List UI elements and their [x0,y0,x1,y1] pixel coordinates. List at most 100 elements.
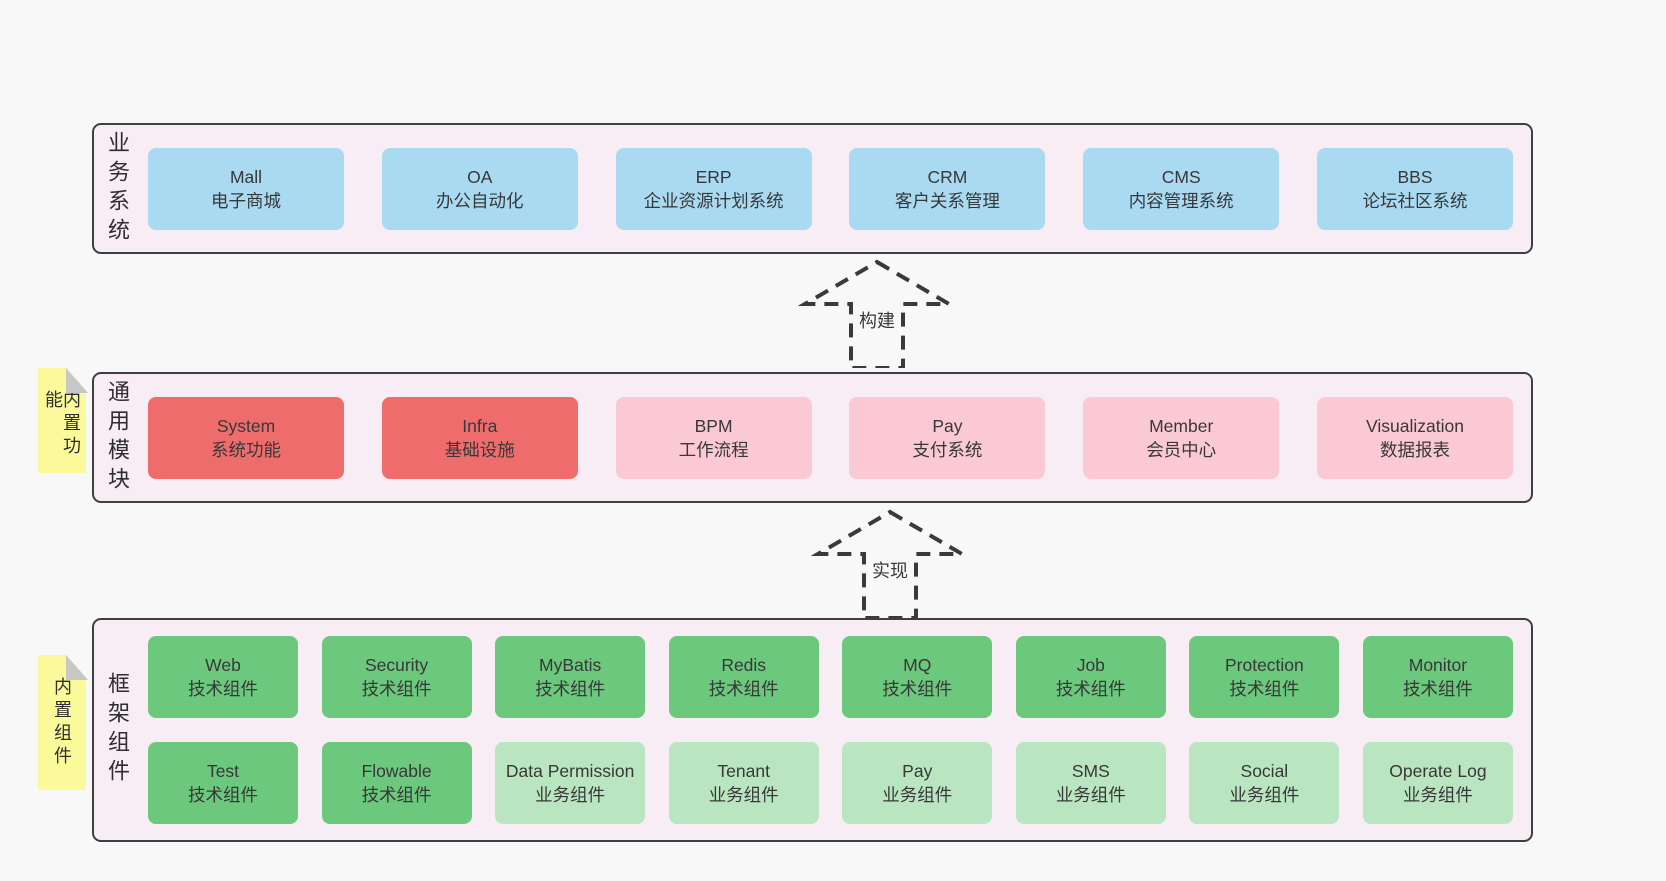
box-job: Job 技术组件 [1015,636,1166,718]
box-security: Security 技术组件 [321,636,472,718]
box-name: Mall [229,166,263,187]
box-name: Infra [462,415,498,436]
box-web: Web 技术组件 [148,636,298,718]
box-name: Test [206,761,240,781]
box-protection: Protection 技术组件 [1189,636,1340,718]
box-sub: 技术组件 [188,679,258,699]
box-name: Tenant [717,761,770,781]
box-name: Monitor [1408,655,1468,675]
box-test: Test 技术组件 [148,742,298,824]
box-name: Social [1240,761,1289,781]
box-sub: 客户关系管理 [894,190,1000,211]
box-bpm: BPM 工作流程 [615,396,812,479]
box-tenant: Tenant 业务组件 [668,742,819,824]
box-name: MQ [903,655,932,675]
box-sub: 数据报表 [1379,439,1450,460]
box-sub: 技术组件 [882,679,953,699]
box-mybatis: MyBatis 技术组件 [495,636,646,718]
box-sub: 内容管理系统 [1128,190,1234,211]
box-sub: 业务组件 [535,785,606,805]
box-monitor: Monitor 技术组件 [1362,636,1513,718]
box-oa: OA 办公自动化 [381,147,578,230]
band-label-text: 业务系统 [105,130,130,247]
box-sub: 系统功能 [211,439,281,460]
box-member: Member 会员中心 [1083,396,1280,479]
band-business-systems: 业务系统 Mall 电子商城 OA 办公自动化 ERP 企业资源计划系统 CRM… [92,123,1533,254]
box-data-permission: Data Permission 业务组件 [495,742,646,824]
box-sub: 技术组件 [535,679,606,699]
box-visualization: Visualization 数据报表 [1316,396,1513,479]
box-name: Visualization [1366,415,1464,436]
implement-arrow-label: 实现 [867,556,913,584]
box-name: Job [1076,655,1105,675]
box-redis: Redis 技术组件 [668,636,819,718]
box-name: OA [467,166,493,187]
band-framework-components: 框架组件 Web 技术组件 Security 技术组件 MyBatis 技术组件… [92,618,1533,842]
box-sub: 业务组件 [1055,785,1126,805]
box-pay-component: Pay 业务组件 [842,742,993,824]
box-sub: 业务组件 [882,785,953,805]
box-mall: Mall 电子商城 [148,147,344,230]
box-sub: 支付系统 [912,439,983,460]
build-arrow: 构建 [777,256,977,368]
box-name: Flowable [361,761,432,781]
box-crm: CRM 客户关系管理 [849,147,1046,230]
box-name: Operate Log [1389,761,1487,781]
box-name: System [216,415,276,436]
box-sub: 会员中心 [1146,439,1217,460]
box-social: Social 业务组件 [1189,742,1340,824]
box-system: System 系统功能 [148,396,344,479]
box-name: BPM [694,415,733,436]
dashed-up-arrow-icon [810,509,970,618]
box-name: CRM [927,166,968,187]
component-row-2: Test 技术组件 Flowable 技术组件 Data Permission … [148,742,1513,824]
band-label-text: 通用模块 [105,379,130,496]
band-framework-components-content: Web 技术组件 Security 技术组件 MyBatis 技术组件 Redi… [140,620,1531,840]
box-sub: 基础设施 [444,439,515,460]
component-row-1: Web 技术组件 Security 技术组件 MyBatis 技术组件 Redi… [148,636,1513,718]
box-name: SMS [1071,761,1110,781]
box-name: Web [205,655,241,675]
band-common-modules: 通用模块 System 系统功能 Infra 基础设施 BPM 工作流程 Pay… [92,372,1533,503]
band-framework-components-label: 框架组件 [94,620,140,840]
band-business-systems-content: Mall 电子商城 OA 办公自动化 ERP 企业资源计划系统 CRM 客户关系… [140,125,1531,252]
band-common-modules-content: System 系统功能 Infra 基础设施 BPM 工作流程 Pay 支付系统… [140,374,1531,501]
box-name: Member [1149,415,1214,436]
box-sub: 业务组件 [708,785,779,805]
box-sub: 技术组件 [188,785,258,805]
sticky-note-built-in-components: 内置组件 [38,655,86,790]
box-sub: 技术组件 [361,785,432,805]
band-label-text: 框架组件 [105,672,130,788]
box-cms: CMS 内容管理系统 [1083,147,1280,230]
build-arrow-label: 构建 [854,306,900,334]
box-name: ERP [695,166,732,187]
box-infra: Infra 基础设施 [381,396,578,479]
box-sub: 工作流程 [678,439,749,460]
box-sub: 技术组件 [708,679,779,699]
box-name: Data Permission [505,761,635,781]
box-sub: 办公自动化 [436,190,524,211]
box-sub: 技术组件 [361,679,432,699]
sticky-note-text: 内置组件 [52,677,72,769]
box-sms: SMS 业务组件 [1015,742,1166,824]
dashed-up-arrow-icon [797,259,957,368]
box-sub: 业务组件 [1402,785,1473,805]
box-sub: 技术组件 [1402,679,1473,699]
box-sub: 技术组件 [1229,679,1300,699]
box-name: CMS [1161,166,1201,187]
box-operate-log: Operate Log 业务组件 [1362,742,1513,824]
sticky-note-text: 内置功能 [43,390,81,459]
box-name: Pay [902,761,933,781]
box-sub: 技术组件 [1055,679,1126,699]
box-name: Pay [932,415,963,436]
box-name: Redis [721,655,767,675]
box-flowable: Flowable 技术组件 [321,742,472,824]
box-mq: MQ 技术组件 [842,636,993,718]
box-sub: 业务组件 [1229,785,1300,805]
box-bbs: BBS 论坛社区系统 [1316,147,1513,230]
box-name: MyBatis [539,655,602,675]
box-erp: ERP 企业资源计划系统 [615,147,812,230]
box-pay-module: Pay 支付系统 [849,396,1046,479]
box-sub: 论坛社区系统 [1362,190,1468,211]
